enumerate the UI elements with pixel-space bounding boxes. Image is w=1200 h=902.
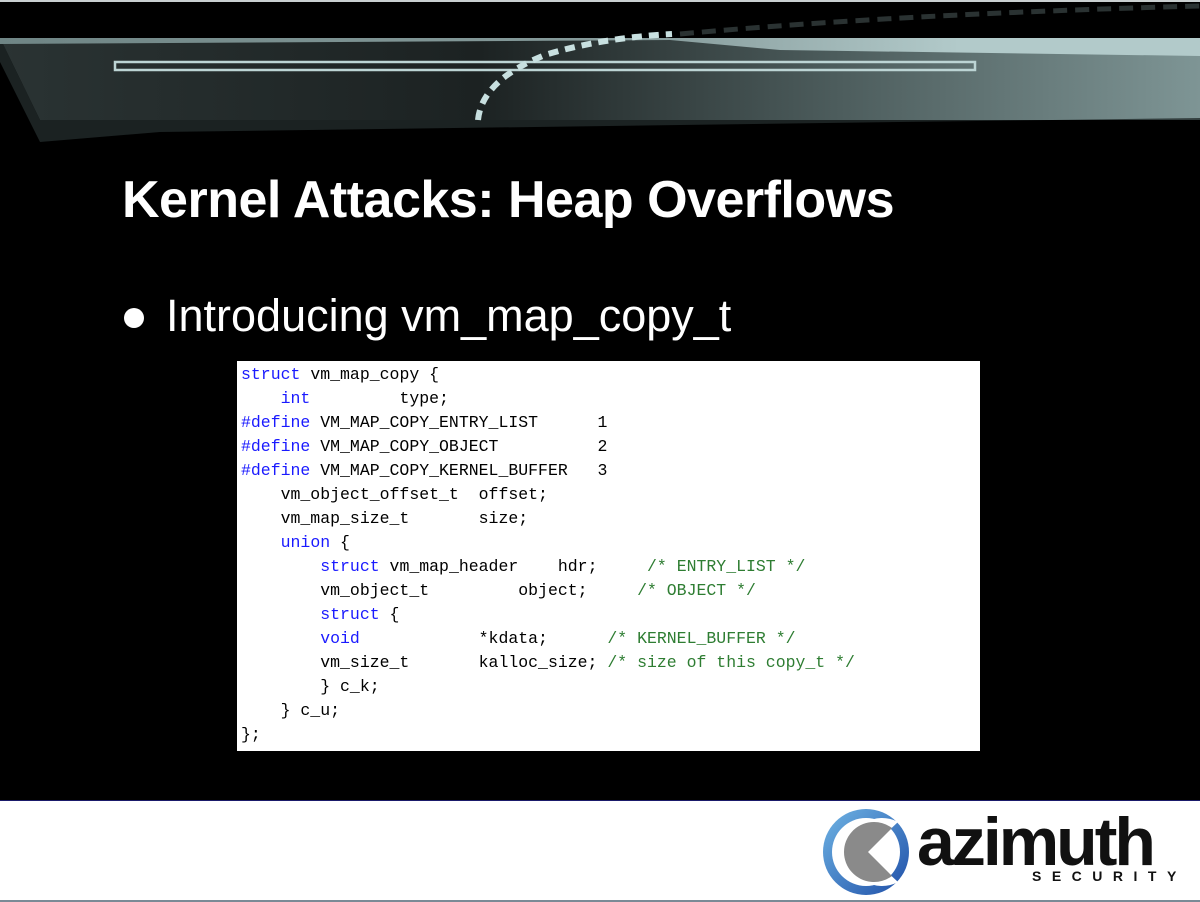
logo-wordmark: azimuth xyxy=(917,804,1156,880)
code-snippet: struct vm_map_copy { int type; #define V… xyxy=(237,361,980,751)
bullet-item: Introducing vm_map_copy_t xyxy=(124,290,731,342)
bullet-text: Introducing vm_map_copy_t xyxy=(166,290,732,341)
top-edge-line xyxy=(0,0,1200,2)
header-banner-graphic xyxy=(0,3,1200,142)
footer-divider xyxy=(0,900,1200,902)
azimuth-security-logo: azimuth SECURITY xyxy=(822,804,1176,896)
logo-tagline: SECURITY xyxy=(1032,868,1187,884)
code-keyword: struct xyxy=(241,365,301,384)
code-block: struct vm_map_copy { int type; #define V… xyxy=(241,365,855,744)
footer-bar xyxy=(0,800,1200,902)
azimuth-logo-icon xyxy=(823,809,909,895)
bullet-icon xyxy=(124,308,144,328)
slide-title: Kernel Attacks: Heap Overflows xyxy=(122,171,895,229)
code-comment: /* ENTRY_LIST */ xyxy=(646,557,806,576)
